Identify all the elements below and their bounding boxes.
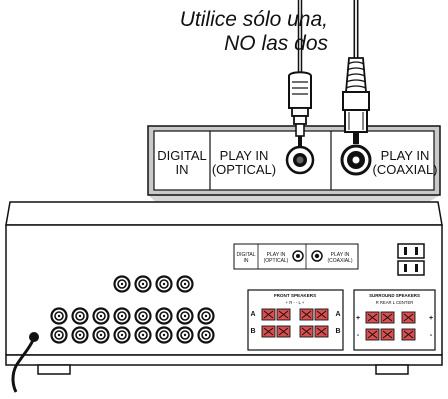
- front-speakers-title: FRONT SPEAKERS: [274, 293, 316, 298]
- rca-jack-grid: [50, 275, 215, 344]
- zoom-coaxial-label-1: PLAY IN: [381, 148, 430, 163]
- rca-jack-upper[interactable]: [71, 307, 89, 325]
- rca-jack-upper[interactable]: [92, 307, 110, 325]
- zoom-optical-label-1: PLAY IN: [220, 148, 269, 163]
- surround-terminal-minus[interactable]: [365, 328, 380, 341]
- surround-minus-left: -: [357, 332, 360, 339]
- front-terminal-a[interactable]: [276, 308, 291, 321]
- front-terminal-b[interactable]: [261, 325, 276, 338]
- zoom-digital-panel: DIGITAL IN PLAY IN (OPTICAL) PLAY IN (CO…: [147, 125, 441, 196]
- inset-coaxial-label-1: PLAY IN: [331, 252, 350, 258]
- front-terminal-a[interactable]: [314, 308, 329, 321]
- zoom-digital-label-2: IN: [176, 162, 189, 177]
- power-cord-icon: [11, 332, 39, 393]
- front-terminal-b[interactable]: [299, 325, 314, 338]
- zoom-coaxial-label-2: (COAXIAL): [372, 162, 437, 177]
- inset-digital-label-1: DIGITAL: [236, 252, 255, 258]
- receiver-foot-right: [375, 364, 409, 375]
- rca-jack-lower[interactable]: [50, 326, 68, 344]
- rca-jack-upper[interactable]: [155, 307, 173, 325]
- surround-plus-right: +: [429, 315, 433, 322]
- front-terminal-a[interactable]: [261, 308, 276, 321]
- zoom-optical-label-2: (OPTICAL): [212, 162, 276, 177]
- rca-jack-lower[interactable]: [113, 326, 131, 344]
- front-row-b-left: B: [250, 328, 255, 335]
- rca-jack-upper[interactable]: [176, 307, 194, 325]
- front-terminal-b[interactable]: [314, 325, 329, 338]
- rca-jack-upper[interactable]: [197, 307, 215, 325]
- rca-jack-lower[interactable]: [134, 326, 152, 344]
- inset-coaxial-label-2: (COAXIAL): [327, 258, 352, 264]
- rca-jack-upper[interactable]: [134, 307, 152, 325]
- surround-plus-left: +: [356, 315, 360, 322]
- front-row-a-left: A: [250, 311, 255, 318]
- coaxial-cable-plug-icon: [342, 0, 370, 144]
- surround-speaker-terminals: [365, 311, 416, 341]
- front-row-a-right: A: [335, 311, 340, 318]
- receiver-base-strip: [5, 354, 443, 366]
- rca-jack-lower[interactable]: [71, 326, 89, 344]
- surround-terminal-minus[interactable]: [401, 328, 416, 341]
- front-terminal-b[interactable]: [276, 325, 291, 338]
- front-speakers-polarity: + R - - L +: [286, 300, 305, 305]
- zoom-digital-label-1: DIGITAL: [157, 148, 207, 163]
- callout-line-1: Utilice sólo una,: [179, 8, 328, 31]
- rca-jack-lower[interactable]: [155, 326, 173, 344]
- rca-jack-top[interactable]: [176, 275, 194, 293]
- front-speaker-terminals: [261, 308, 329, 338]
- instruction-callout: Utilice sólo una, NO las dos: [118, 8, 328, 56]
- front-speakers-block: FRONT SPEAKERS + R - - L + A A B B: [247, 289, 344, 351]
- ac-outlet-icon: [397, 243, 425, 276]
- rca-jack-top[interactable]: [113, 275, 131, 293]
- callout-line-2: NO las dos: [224, 32, 328, 55]
- front-row-b-right: B: [335, 328, 340, 335]
- surround-minus-right: -: [430, 332, 433, 339]
- receiver-top-bevel: [5, 201, 443, 226]
- front-terminal-a[interactable]: [299, 308, 314, 321]
- rca-jack-upper[interactable]: [50, 307, 68, 325]
- rca-jack-lower[interactable]: [92, 326, 110, 344]
- back-panel-digital-inset: DIGITAL IN PLAY IN (OPTICAL) PLAY IN (CO…: [233, 243, 359, 270]
- inset-optical-label-2: (OPTICAL): [264, 258, 289, 264]
- rca-jack-top[interactable]: [155, 275, 173, 293]
- optical-cable-plug-icon: [288, 0, 312, 146]
- rca-jack-lower[interactable]: [197, 326, 215, 344]
- surround-terminal-plus[interactable]: [380, 311, 395, 324]
- rca-jack-top[interactable]: [134, 275, 152, 293]
- inset-optical-label-1: PLAY IN: [267, 252, 286, 258]
- surround-terminal-plus[interactable]: [365, 311, 380, 324]
- surround-channel-header: R REAR L CENTER: [376, 300, 414, 305]
- surround-terminal-minus[interactable]: [380, 328, 395, 341]
- receiver-foot-left: [37, 364, 71, 375]
- surround-speakers-block: SURROUND SPEAKERS R REAR L CENTER + + - …: [353, 289, 436, 351]
- rca-jack-lower[interactable]: [176, 326, 194, 344]
- rca-jack-upper[interactable]: [113, 307, 131, 325]
- zoom-coaxial-jack[interactable]: [340, 144, 372, 176]
- surround-terminal-plus[interactable]: [401, 311, 416, 324]
- zoom-optical-jack[interactable]: [285, 145, 315, 175]
- surround-speakers-title: SURROUND SPEAKERS: [369, 293, 420, 298]
- inset-digital-label-2: IN: [244, 258, 249, 264]
